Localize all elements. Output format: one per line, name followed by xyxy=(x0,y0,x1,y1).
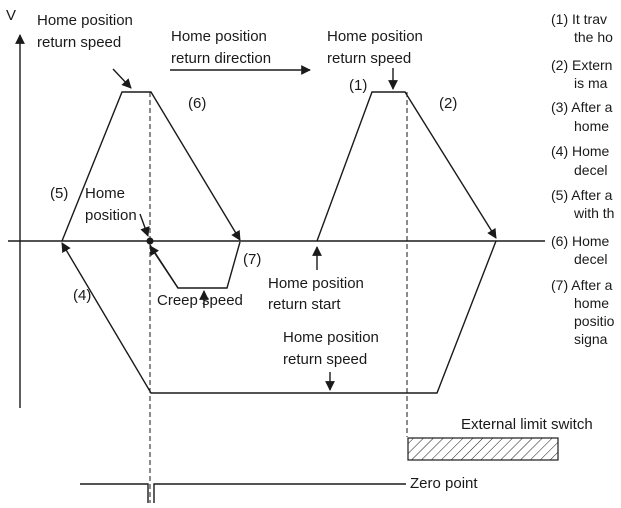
left-speed-pointer xyxy=(112,68,132,89)
note-4: (4) Home decel xyxy=(551,143,613,178)
left-forward-profile xyxy=(61,91,241,242)
home-position-pointer xyxy=(139,213,150,237)
marker-7: (7) xyxy=(243,251,261,268)
zero-point-label: Zero point xyxy=(410,475,478,492)
note-5: (5) After a with th xyxy=(551,187,616,221)
zero-signal-right xyxy=(153,483,406,503)
marker-2: (2) xyxy=(439,95,457,112)
return-profile xyxy=(61,240,497,394)
home-return-speed-bottom-label: Home position return speed xyxy=(283,329,383,368)
marker-6: (6) xyxy=(188,95,206,112)
limit-switch-box xyxy=(407,437,559,461)
note-1: (1) It trav the ho xyxy=(551,11,613,45)
home-return-direction-label: Home position return direction xyxy=(171,28,271,67)
creep-arrow xyxy=(149,245,179,289)
home-position-dot xyxy=(146,237,154,245)
home-return-start-label: Home position return start xyxy=(268,275,368,313)
home-position-label: Home position xyxy=(85,185,137,224)
v-axis-label: V xyxy=(6,7,16,24)
marker-5: (5) xyxy=(50,185,68,202)
note-7: (7) After a home positio signa xyxy=(551,277,618,347)
note-3: (3) After a home xyxy=(551,99,616,134)
zero-signal-left xyxy=(80,483,149,503)
right-forward-profile xyxy=(316,91,497,242)
external-limit-switch-label: External limit switch xyxy=(461,416,593,433)
home-return-speed-left-label: Home position return speed xyxy=(37,12,137,51)
note-2: (2) Extern is ma xyxy=(551,57,616,91)
note-6: (6) Home decel xyxy=(551,233,613,267)
home-return-speed-right-label: Home position return speed xyxy=(327,28,427,67)
marker-1: (1) xyxy=(349,77,367,94)
marker-4: (4) xyxy=(73,287,91,304)
creep-speed-label: Creep speed xyxy=(157,292,243,309)
